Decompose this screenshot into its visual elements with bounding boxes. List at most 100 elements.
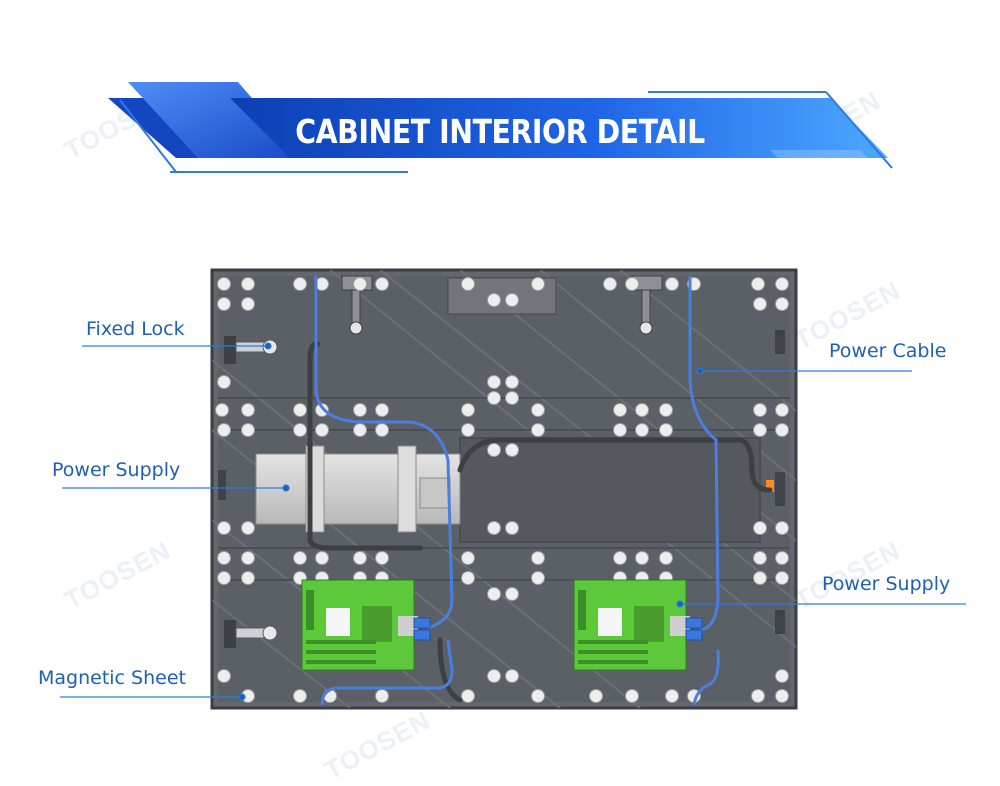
mounting-dot bbox=[487, 587, 501, 601]
label-power-supply-left: Power Supply bbox=[52, 459, 181, 481]
mounting-dot bbox=[487, 293, 501, 307]
mounting-dot bbox=[531, 277, 545, 291]
mounting-dot bbox=[505, 293, 519, 307]
mounting-dot bbox=[505, 521, 519, 535]
mounting-dot bbox=[531, 423, 545, 437]
mounting-dot bbox=[753, 297, 767, 311]
mounting-dot bbox=[461, 423, 475, 437]
mounting-dot bbox=[241, 277, 255, 291]
mounting-dot bbox=[635, 403, 649, 417]
fixed-lock-lower bbox=[224, 620, 278, 648]
mounting-dot bbox=[217, 521, 231, 535]
mounting-dot bbox=[659, 403, 673, 417]
mounting-dot bbox=[461, 403, 475, 417]
mounting-dot bbox=[531, 689, 545, 703]
mounting-dot bbox=[461, 689, 475, 703]
mounting-dot bbox=[487, 521, 501, 535]
mounting-dot bbox=[775, 689, 789, 703]
mounting-dot bbox=[635, 423, 649, 437]
mounting-dot bbox=[461, 551, 475, 565]
mounting-dot bbox=[241, 297, 255, 311]
mounting-dot bbox=[217, 375, 231, 389]
mounting-dot bbox=[293, 423, 307, 437]
mounting-dot bbox=[775, 277, 789, 291]
mounting-dot bbox=[603, 277, 617, 291]
mounting-dot bbox=[461, 277, 475, 291]
cabinet-diagram bbox=[60, 268, 966, 710]
mounting-dot bbox=[613, 551, 627, 565]
power-cable bbox=[314, 276, 720, 706]
mounting-dot bbox=[505, 669, 519, 683]
mounting-dot bbox=[665, 689, 679, 703]
mounting-dot bbox=[635, 551, 649, 565]
mounting-dot bbox=[531, 571, 545, 585]
mounting-dot bbox=[461, 571, 475, 585]
mounting-dot bbox=[775, 403, 789, 417]
mounting-dot bbox=[215, 403, 229, 417]
mounting-dot bbox=[753, 551, 767, 565]
mounting-dot bbox=[531, 403, 545, 417]
mounting-dot bbox=[241, 423, 255, 437]
mounting-dot bbox=[241, 403, 255, 417]
mounting-dot bbox=[659, 551, 673, 565]
mounting-dot bbox=[241, 521, 255, 535]
mounting-dot bbox=[353, 551, 367, 565]
label-magnetic-sheet: Magnetic Sheet bbox=[38, 667, 186, 689]
mounting-dot bbox=[753, 521, 767, 535]
mounting-dot bbox=[751, 277, 765, 291]
mounting-dot bbox=[775, 297, 789, 311]
mounting-dot bbox=[375, 551, 389, 565]
page-title: CABINET INTERIOR DETAIL bbox=[295, 112, 705, 151]
mounting-dot bbox=[659, 423, 673, 437]
mounting-dot bbox=[613, 403, 627, 417]
power-supply-unit bbox=[255, 445, 461, 533]
mounting-dot bbox=[293, 277, 307, 291]
mounting-dot bbox=[217, 551, 231, 565]
mounting-dot bbox=[625, 277, 639, 291]
mounting-dot bbox=[625, 689, 639, 703]
mounting-dot bbox=[531, 551, 545, 565]
mounting-dot bbox=[293, 551, 307, 565]
mounting-dot bbox=[775, 551, 789, 565]
mounting-dot bbox=[293, 689, 307, 703]
mounting-dot bbox=[505, 391, 519, 405]
mounting-dot bbox=[613, 423, 627, 437]
mounting-dot bbox=[217, 571, 231, 585]
mounting-dot bbox=[315, 551, 329, 565]
mounting-dot bbox=[375, 423, 389, 437]
mounting-dot bbox=[353, 403, 367, 417]
mounting-dot bbox=[751, 689, 765, 703]
label-power-cable: Power Cable bbox=[829, 340, 947, 362]
mounting-dot bbox=[487, 669, 501, 683]
label-power-supply-right: Power Supply bbox=[822, 573, 951, 595]
mounting-dot bbox=[241, 551, 255, 565]
mounting-dot bbox=[217, 669, 231, 683]
mounting-dot bbox=[775, 423, 789, 437]
title-banner bbox=[108, 82, 893, 173]
mounting-dot bbox=[217, 277, 231, 291]
mounting-dot bbox=[775, 571, 789, 585]
label-fixed-lock: Fixed Lock bbox=[86, 318, 185, 340]
mounting-dot bbox=[315, 403, 329, 417]
mounting-dot bbox=[487, 443, 501, 457]
mounting-dot bbox=[505, 443, 519, 457]
mounting-dot bbox=[753, 571, 767, 585]
mounting-dot bbox=[775, 521, 789, 535]
mounting-dot bbox=[353, 277, 367, 291]
receiving-card-right bbox=[573, 579, 690, 671]
mounting-dot bbox=[775, 669, 789, 683]
mounting-dot bbox=[487, 375, 501, 389]
mounting-dot bbox=[375, 403, 389, 417]
mounting-dot bbox=[353, 423, 367, 437]
mounting-dot bbox=[315, 423, 329, 437]
receiving-card-left bbox=[301, 579, 418, 671]
mounting-dot bbox=[217, 423, 231, 437]
mounting-dot bbox=[375, 277, 389, 291]
mounting-dot bbox=[665, 277, 679, 291]
mounting-dot bbox=[753, 403, 767, 417]
mounting-dot bbox=[505, 587, 519, 601]
mounting-dot bbox=[505, 375, 519, 389]
mounting-dot bbox=[217, 297, 231, 311]
mounting-dot bbox=[375, 689, 389, 703]
mounting-dot bbox=[241, 571, 255, 585]
